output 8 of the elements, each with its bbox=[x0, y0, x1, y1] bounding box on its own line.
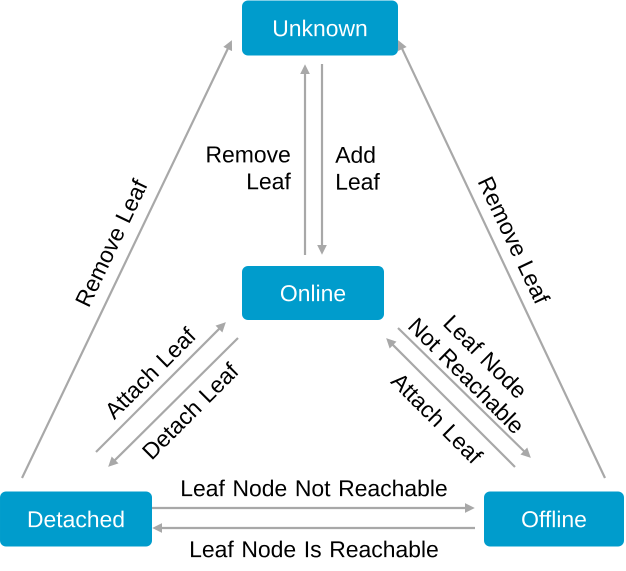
edge-label: Add Leaf bbox=[335, 146, 380, 190]
state-box: Online bbox=[242, 266, 384, 320]
edge-label: Leaf Node Not Reachable bbox=[182, 480, 447, 496]
state-box: Detached bbox=[0, 492, 152, 546]
edge-label: Remove Leaf bbox=[207, 146, 291, 190]
edge-label: Leaf Node Is Reachable bbox=[191, 540, 438, 558]
state-box: Offline bbox=[484, 492, 624, 546]
state-box: Unknown bbox=[242, 0, 398, 56]
